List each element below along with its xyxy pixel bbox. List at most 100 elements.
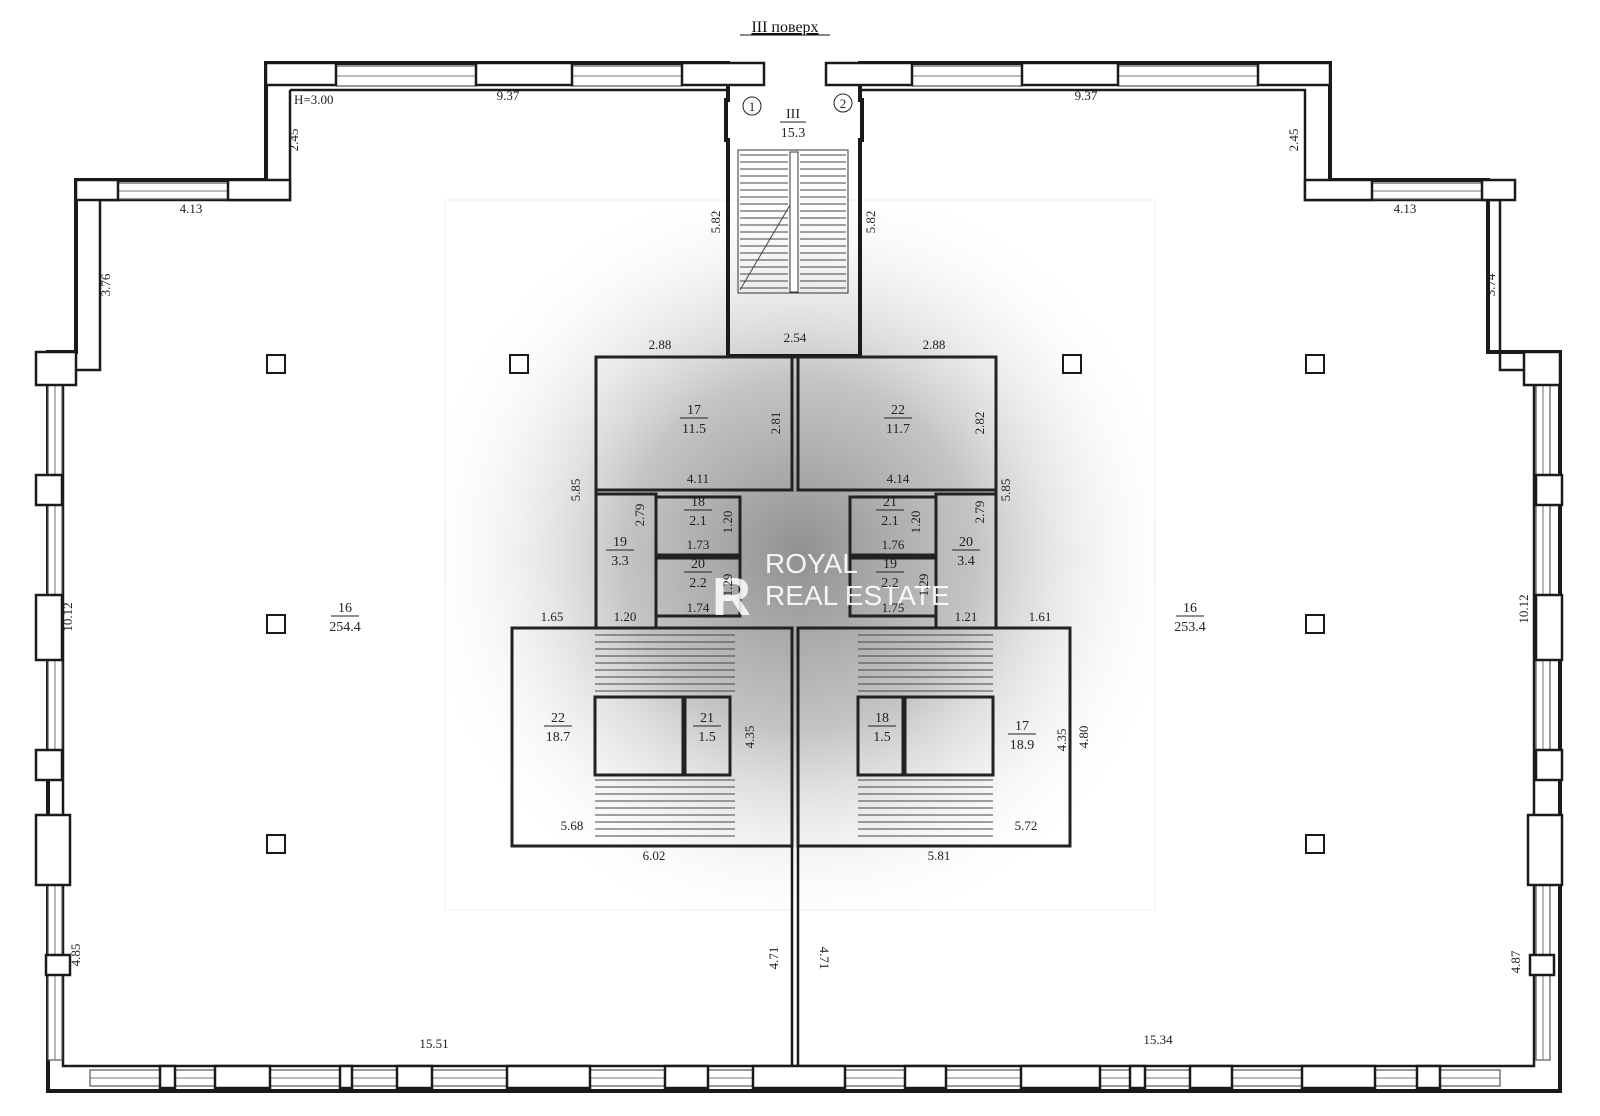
dimension-label: 1.21 [955,609,978,624]
piers-top [74,61,1517,202]
room-17-top-label: 17 11.5 [680,403,708,437]
dimension-label: 1.61 [1029,609,1052,624]
room-19-small-label: 192.2 [876,557,904,591]
dimension-label: 5.68 [561,818,584,833]
room-22-top-label: 22 11.7 [884,403,912,437]
dimension-label: 10.12 [60,602,75,631]
dimension-label: 5.81 [928,848,951,863]
dimension-label: 15.34 [1143,1032,1173,1047]
dimension-label: 2.81 [768,412,783,435]
room-area: 254.4 [329,620,361,635]
dimension-label: 5.82 [708,211,723,234]
dimension-label: 15.51 [419,1036,448,1051]
height-label: H=3.00 [294,92,333,107]
dimension-label: 5.85 [568,479,583,502]
dimension-label: 4.11 [687,471,709,486]
windows-right [1522,350,1564,1061]
room-area: 11.7 [886,422,910,437]
watermark-line2: REAL ESTATE [765,580,950,611]
dimension-label: 1.65 [541,609,564,624]
dimension-label: 4.71 [817,947,832,970]
dimension-label: 2.88 [923,337,946,352]
watermark-haze [445,200,1155,910]
room-area: 11.5 [682,422,706,437]
dimension-label: 4.13 [180,201,203,216]
stair-core-label: III 15.3 [780,107,806,141]
dimension-label: 5.82 [863,211,878,234]
room-number: 16 [1183,601,1197,616]
room-number: 17 [687,403,701,418]
dimension-label: 1.20 [720,511,735,534]
room-20-right-label: 203.4 [952,535,980,569]
room-number: 22 [551,711,565,726]
columns [266,354,1325,854]
dimension-label: 4.85 [68,944,83,967]
dimension-label: 9.37 [497,88,520,103]
dimension-label: 1.73 [687,537,710,552]
dimension-label: 4.35 [742,726,757,749]
room-number: 17 [1015,719,1029,734]
stair-steps-top [740,154,846,289]
room-area: 1.5 [873,730,891,745]
room-area: 2.2 [689,576,707,591]
room-area: 3.3 [611,554,629,569]
dimension-label: 1.75 [882,600,905,615]
room-area: 2.2 [881,576,899,591]
room-area: 18.7 [546,730,571,745]
room-17-bottom-label: 17 18.9 [1008,719,1036,753]
stair-core-area: 15.3 [781,126,806,141]
dimension-label: 3.74 [1483,273,1498,296]
dimension-label: 2.79 [632,504,647,527]
watermark-logo: R [712,567,751,627]
room-area: 3.4 [957,554,975,569]
room-18-small-label: 182.1 [684,495,712,529]
room-area: 2.1 [881,514,899,529]
dimension-label: 2.88 [649,337,672,352]
room-number: 21 [700,711,714,726]
watermark-line1: ROYAL [765,548,858,579]
stair-core-number: III [786,107,800,122]
watermark: R ROYAL REAL ESTATE [712,548,950,627]
dimension-label: 1.29 [720,574,735,597]
dimension-label: 1.20 [908,511,923,534]
room-18-lift-label: 181.5 [868,711,896,745]
room-number: 18 [875,711,889,726]
room-labels: 16254.416253.41711.52211.7182.1212.1193.… [329,107,1206,753]
dimension-label: 3.76 [98,273,113,296]
room-number: 18 [691,495,705,510]
room-number: 20 [691,557,705,572]
room-number: 16 [338,601,352,616]
room-area: 2.1 [689,514,707,529]
central-rooms [510,355,1072,1066]
room-16-left-label: 16 254.4 [329,601,361,635]
dimension-label: 6.02 [643,848,666,863]
dimension-label: 5.72 [1015,818,1038,833]
stair-core [737,149,849,294]
room-number: 19 [883,557,897,572]
room-number: 21 [883,495,897,510]
axis-markers: 1 2 [742,93,853,116]
dimension-label: 5.85 [998,479,1013,502]
dimension-label: 2.45 [286,129,301,152]
dimension-label: 2.45 [1286,129,1301,152]
room-19-left-label: 193.3 [606,535,634,569]
dimension-label: 1.74 [687,600,710,615]
dimension-label: 2.79 [972,501,987,524]
dimension-label: 2.82 [972,412,987,435]
room-area: 18.9 [1010,738,1035,753]
stair-steps-bottom [595,634,993,837]
page-title: III поверх [751,19,818,36]
room-21-small-label: 212.1 [876,495,904,529]
room-22-bottom-label: 22 18.7 [544,711,572,745]
room-20-small-label: 202.2 [684,557,712,591]
room-number: 22 [891,403,905,418]
dimension-label: 4.13 [1394,201,1417,216]
room-number: 19 [613,535,627,550]
room-area: 1.5 [698,730,716,745]
windows-bottom [89,1064,1501,1090]
windows-left [34,350,78,1061]
axis-2-label: 2 [840,96,847,111]
